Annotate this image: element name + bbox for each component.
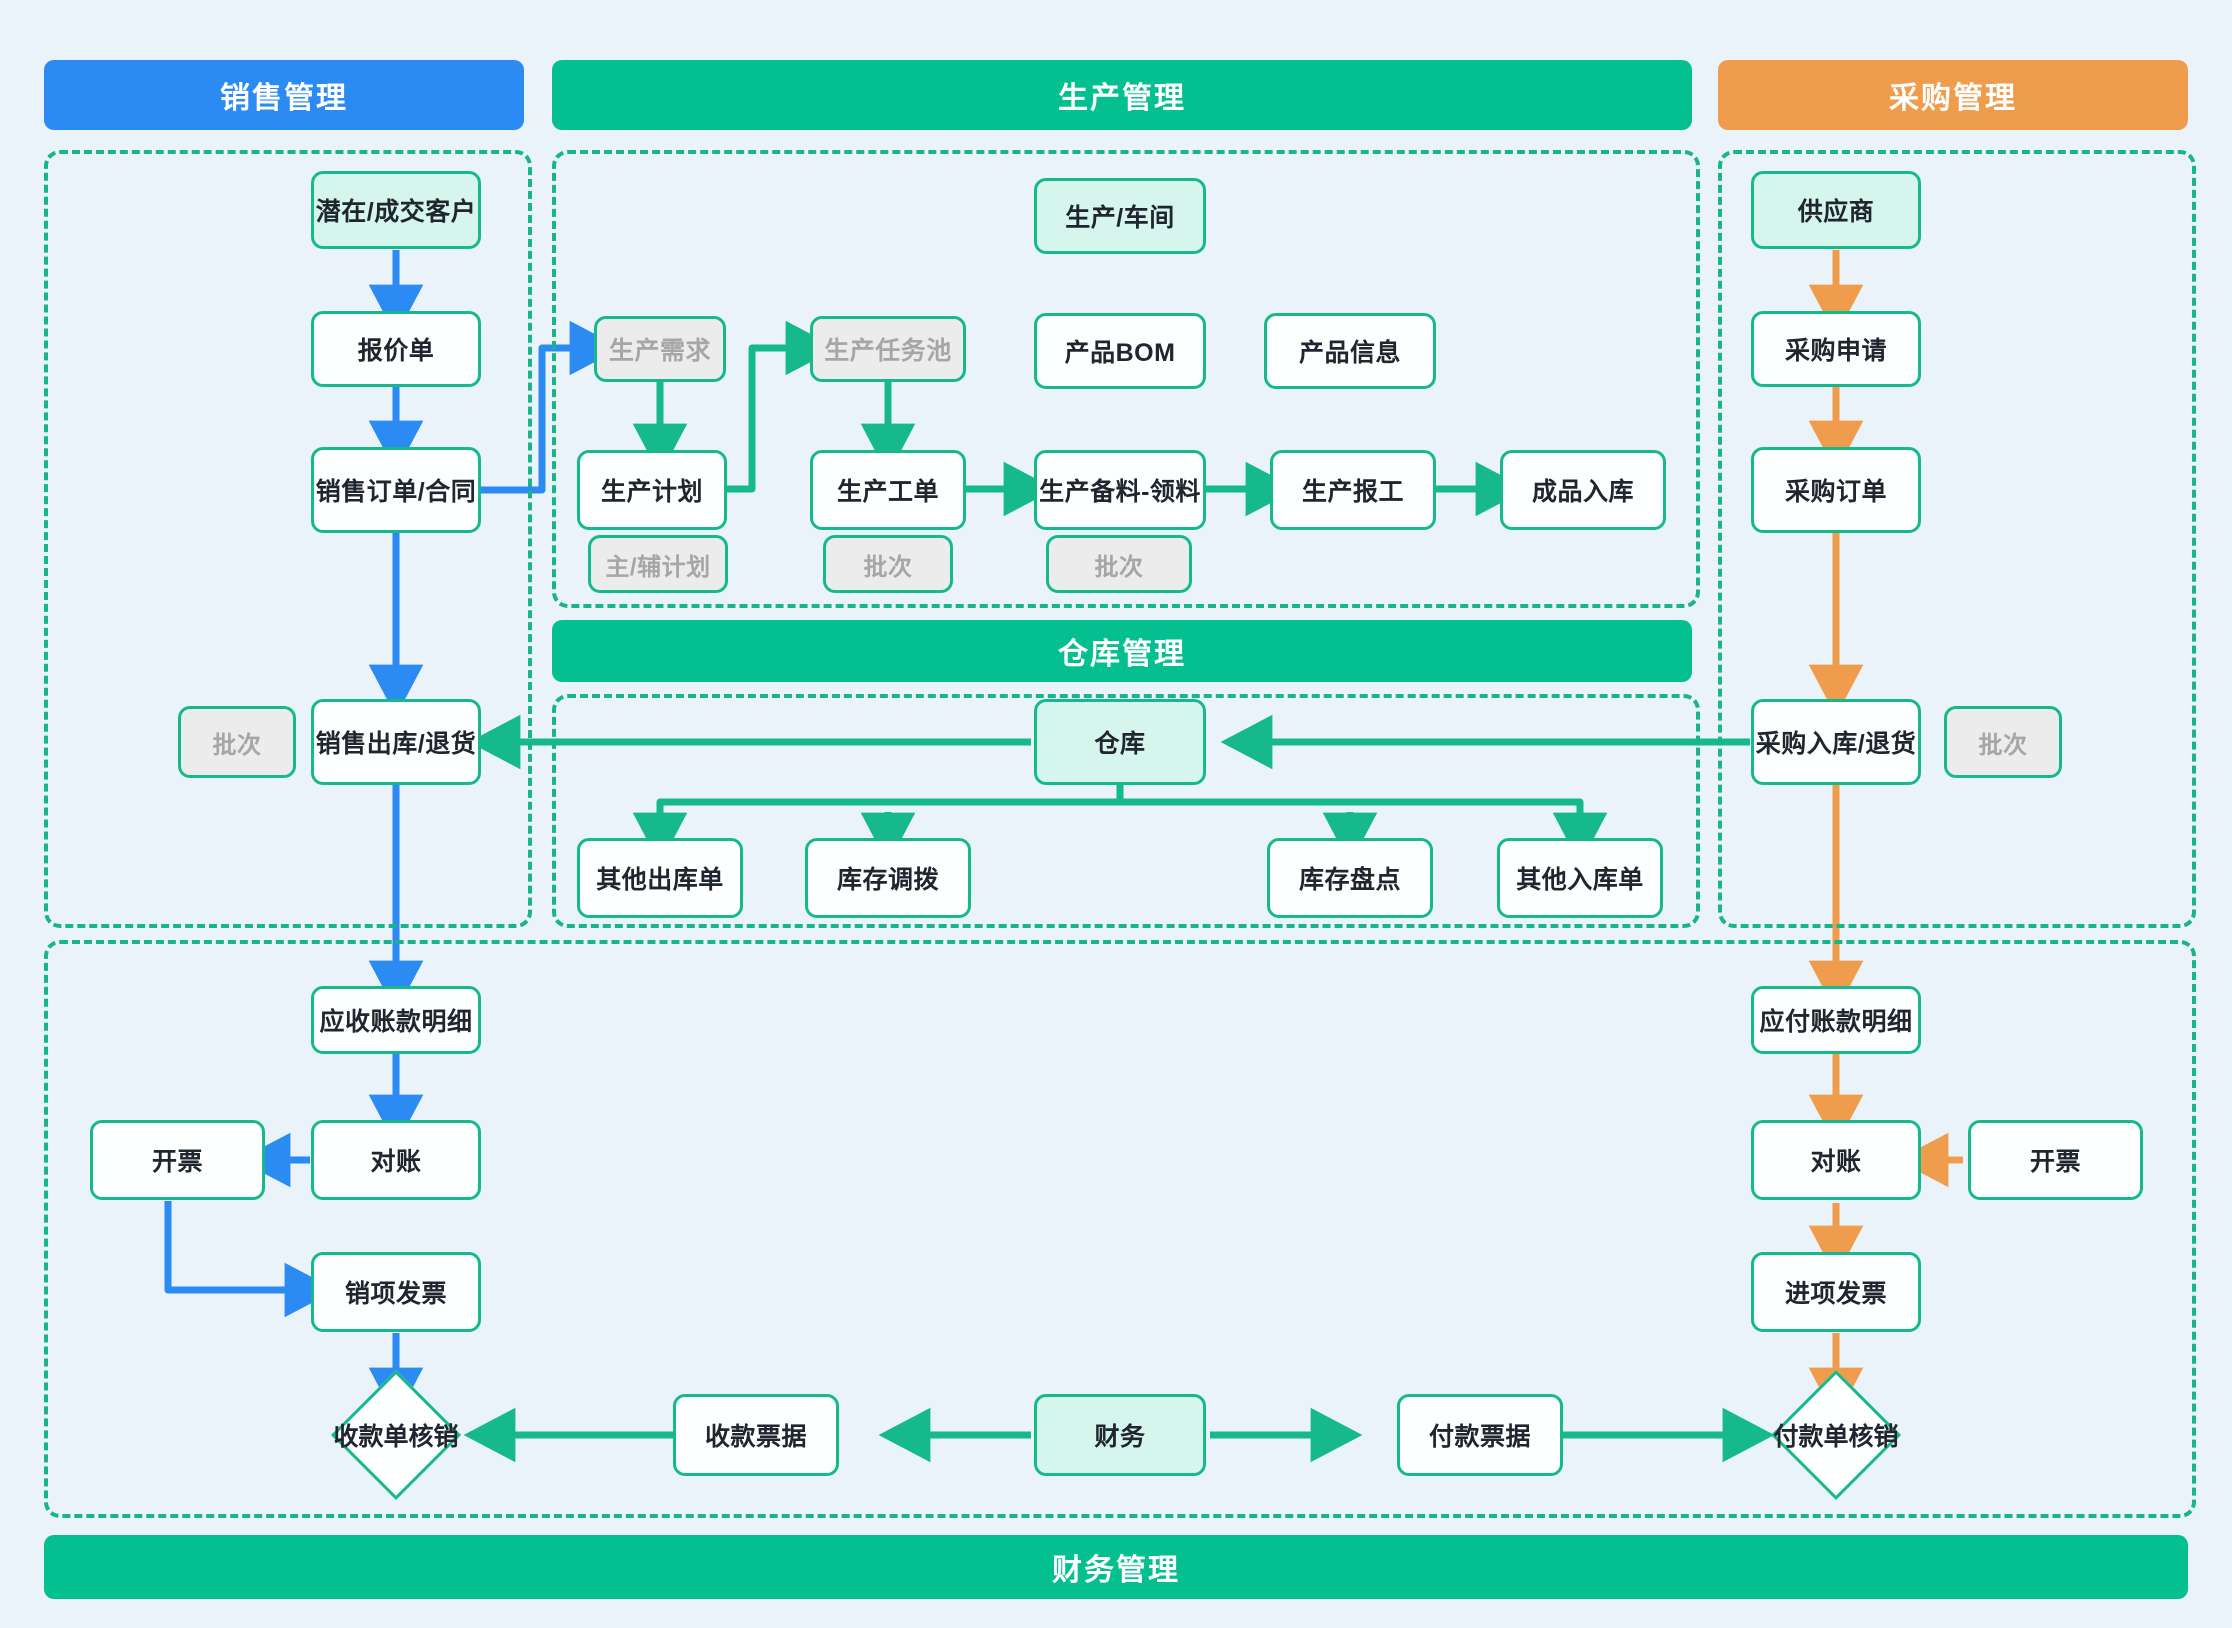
node-inventory-stocktake[interactable]: 库存盘点 bbox=[1267, 838, 1433, 918]
node-other-outbound-label: 其他出库单 bbox=[596, 866, 724, 894]
banner-finance-label: 财务管理 bbox=[1052, 1554, 1180, 1587]
node-ap-invoice-issue[interactable]: 开票 bbox=[1968, 1120, 2143, 1200]
node-payment-writeoff-label: 付款单核销 bbox=[1773, 1423, 1899, 1451]
node-potential-customer-label: 潜在/成交客户 bbox=[315, 198, 477, 226]
node-input-invoice-label: 进项发票 bbox=[1784, 1280, 1887, 1308]
node-payment-note[interactable]: 付款票据 bbox=[1397, 1394, 1563, 1476]
node-production-demand[interactable]: 生产需求 bbox=[594, 316, 726, 382]
node-warehouse[interactable]: 仓库 bbox=[1034, 699, 1206, 785]
banner-production-management[interactable]: 生产管理 bbox=[552, 60, 1692, 130]
node-purchase-requisition[interactable]: 采购申请 bbox=[1751, 311, 1921, 387]
banner-warehouse-label: 仓库管理 bbox=[1058, 638, 1186, 671]
tag-sales-batch-label: 批次 bbox=[212, 731, 262, 759]
banner-production-label: 生产管理 bbox=[1058, 82, 1186, 115]
tag-sales-batch: 批次 bbox=[178, 706, 296, 778]
node-output-invoice-label: 销项发票 bbox=[344, 1280, 447, 1308]
node-quotation[interactable]: 报价单 bbox=[311, 311, 481, 387]
node-ar-invoice-issue-label: 开票 bbox=[151, 1148, 203, 1176]
frame-purchase-group bbox=[1718, 150, 2196, 928]
node-ar-reconcile-label: 对账 bbox=[370, 1148, 422, 1176]
frame-warehouse-group bbox=[552, 694, 1700, 928]
node-ar-detail-label: 应收账款明细 bbox=[319, 1008, 473, 1036]
node-inventory-transfer[interactable]: 库存调拨 bbox=[805, 838, 971, 918]
node-supplier-label: 供应商 bbox=[1797, 198, 1875, 226]
node-receipt-writeoff[interactable]: 收款单核销 bbox=[311, 1362, 481, 1508]
node-material-pick-label: 生产备料-领料 bbox=[1039, 478, 1201, 506]
node-other-inbound-label: 其他入库单 bbox=[1516, 866, 1644, 894]
node-receipt-writeoff-label: 收款单核销 bbox=[333, 1423, 459, 1451]
node-purchase-requisition-label: 采购申请 bbox=[1784, 337, 1887, 365]
node-report-work[interactable]: 生产报工 bbox=[1270, 450, 1436, 530]
node-production-plan-label: 生产计划 bbox=[600, 478, 703, 506]
node-finance[interactable]: 财务 bbox=[1034, 1394, 1206, 1476]
banner-warehouse-management[interactable]: 仓库管理 bbox=[552, 620, 1692, 682]
node-sales-outbound-label: 销售出库/退货 bbox=[315, 730, 477, 758]
banner-sales-label: 销售管理 bbox=[220, 82, 348, 115]
node-payment-note-label: 付款票据 bbox=[1428, 1423, 1531, 1451]
node-work-order[interactable]: 生产工单 bbox=[810, 450, 966, 530]
node-workshop-label: 生产/车间 bbox=[1065, 204, 1175, 232]
node-workshop[interactable]: 生产/车间 bbox=[1034, 178, 1206, 254]
node-work-order-label: 生产工单 bbox=[836, 478, 939, 506]
banner-finance-management[interactable]: 财务管理 bbox=[44, 1535, 2188, 1599]
node-quotation-label: 报价单 bbox=[357, 337, 435, 365]
banner-sales-management[interactable]: 销售管理 bbox=[44, 60, 524, 130]
node-ap-reconcile[interactable]: 对账 bbox=[1751, 1120, 1921, 1200]
tag-purchase-batch: 批次 bbox=[1944, 706, 2062, 778]
node-purchase-order[interactable]: 采购订单 bbox=[1751, 447, 1921, 533]
tag-purchase-batch-label: 批次 bbox=[1978, 731, 2028, 759]
node-ap-detail[interactable]: 应付账款明细 bbox=[1751, 986, 1921, 1054]
node-ar-detail[interactable]: 应收账款明细 bbox=[311, 986, 481, 1054]
node-ap-reconcile-label: 对账 bbox=[1810, 1148, 1862, 1176]
node-finished-inbound[interactable]: 成品入库 bbox=[1500, 450, 1666, 530]
banner-purchase-label: 采购管理 bbox=[1889, 82, 2017, 115]
node-warehouse-label: 仓库 bbox=[1094, 730, 1146, 758]
node-product-info-label: 产品信息 bbox=[1298, 339, 1401, 367]
node-purchase-inbound-label: 采购入库/退货 bbox=[1755, 730, 1917, 758]
node-product-info[interactable]: 产品信息 bbox=[1264, 313, 1436, 389]
node-material-pick[interactable]: 生产备料-领料 bbox=[1034, 450, 1206, 530]
node-task-pool[interactable]: 生产任务池 bbox=[810, 316, 966, 382]
node-payment-writeoff[interactable]: 付款单核销 bbox=[1751, 1362, 1921, 1508]
node-purchase-order-label: 采购订单 bbox=[1784, 478, 1887, 506]
node-output-invoice[interactable]: 销项发票 bbox=[311, 1252, 481, 1332]
banner-purchase-management[interactable]: 采购管理 bbox=[1718, 60, 2188, 130]
tag-plan-type: 主/辅计划 bbox=[588, 535, 728, 593]
tag-material-batch: 批次 bbox=[1046, 535, 1192, 593]
node-finished-inbound-label: 成品入库 bbox=[1531, 478, 1634, 506]
node-input-invoice[interactable]: 进项发票 bbox=[1751, 1252, 1921, 1332]
node-finance-label: 财务 bbox=[1094, 1423, 1146, 1451]
node-product-bom[interactable]: 产品BOM bbox=[1034, 313, 1206, 389]
node-sales-outbound[interactable]: 销售出库/退货 bbox=[311, 699, 481, 785]
node-sales-order-label: 销售订单/合同 bbox=[315, 478, 477, 506]
node-receipt-note[interactable]: 收款票据 bbox=[673, 1394, 839, 1476]
node-supplier[interactable]: 供应商 bbox=[1751, 171, 1921, 249]
node-other-outbound[interactable]: 其他出库单 bbox=[577, 838, 743, 918]
node-production-plan[interactable]: 生产计划 bbox=[577, 450, 727, 530]
node-purchase-inbound[interactable]: 采购入库/退货 bbox=[1751, 699, 1921, 785]
node-receipt-note-label: 收款票据 bbox=[704, 1423, 807, 1451]
node-inventory-transfer-label: 库存调拨 bbox=[836, 866, 939, 894]
frame-sales-group bbox=[44, 150, 532, 928]
node-report-work-label: 生产报工 bbox=[1301, 478, 1404, 506]
tag-material-batch-label: 批次 bbox=[1094, 553, 1144, 581]
node-ar-invoice-issue[interactable]: 开票 bbox=[90, 1120, 265, 1200]
node-task-pool-label: 生产任务池 bbox=[824, 337, 952, 365]
node-ar-reconcile[interactable]: 对账 bbox=[311, 1120, 481, 1200]
tag-plan-type-label: 主/辅计划 bbox=[605, 553, 711, 581]
tag-work-order-batch-label: 批次 bbox=[863, 553, 913, 581]
tag-work-order-batch: 批次 bbox=[823, 535, 953, 593]
node-production-demand-label: 生产需求 bbox=[608, 337, 711, 365]
node-ap-invoice-issue-label: 开票 bbox=[2029, 1148, 2081, 1176]
node-potential-customer[interactable]: 潜在/成交客户 bbox=[311, 171, 481, 249]
frame-production-group bbox=[552, 150, 1700, 608]
node-sales-order[interactable]: 销售订单/合同 bbox=[311, 447, 481, 533]
node-ap-detail-label: 应付账款明细 bbox=[1759, 1008, 1913, 1036]
node-other-inbound[interactable]: 其他入库单 bbox=[1497, 838, 1663, 918]
node-product-bom-label: 产品BOM bbox=[1064, 339, 1176, 367]
node-inventory-stocktake-label: 库存盘点 bbox=[1298, 866, 1401, 894]
frame-finance-group bbox=[44, 940, 2196, 1518]
